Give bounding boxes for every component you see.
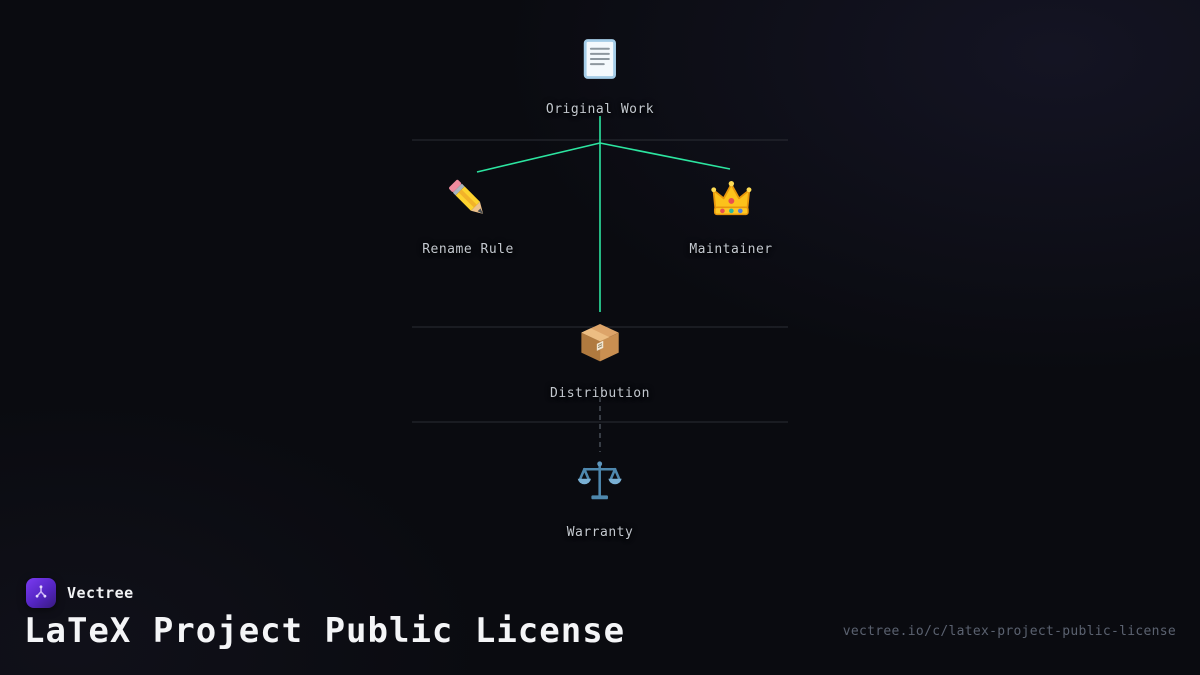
crown-icon [707,176,755,226]
node-label: Original Work [545,102,655,117]
page-title: LaTeX Project Public License [24,611,626,651]
node-rename-rule: Rename Rule [422,176,514,257]
node-label: Rename Rule [422,242,514,257]
node-maintainer: Maintainer [689,176,772,257]
brand-row: Vectree [26,578,134,608]
document-icon [577,36,623,86]
node-warranty: Warranty [567,459,634,540]
node-distribution: Distribution [550,318,650,401]
brand-name: Vectree [67,584,134,602]
edge-to-rename-rule [476,142,601,173]
pencil-icon [445,176,491,226]
node-label: Warranty [566,525,634,540]
package-icon [576,318,624,370]
vectree-logo-icon [26,578,56,608]
scale-icon [577,459,623,509]
node-label: Distribution [550,386,650,401]
edge-to-maintainer [599,142,731,170]
node-label: Maintainer [689,242,773,257]
node-original-work: Original Work [546,36,654,117]
page-url: vectree.io/c/latex-project-public-licens… [842,624,1176,639]
